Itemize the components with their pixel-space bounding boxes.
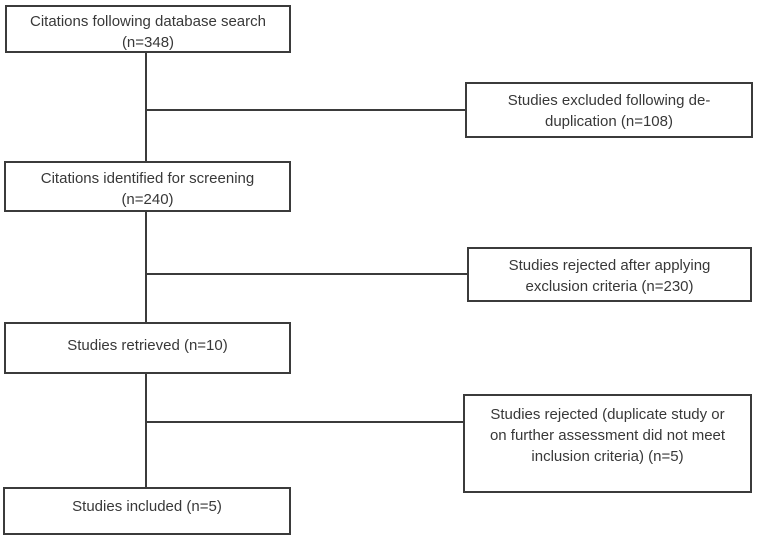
box-citations-identified-screening: Citations identified for screening (n=24… [4,161,291,212]
box-studies-included: Studies included (n=5) [3,487,291,535]
box-text-line: Studies retrieved (n=10) [67,337,228,354]
box-text-line: exclusion criteria (n=230) [525,278,694,295]
box-text-line: (n=240) [121,191,174,208]
box-text-line: Studies rejected (duplicate study or [490,406,725,423]
box-text-line: Citations identified for screening [40,170,255,187]
box-studies-rejected-exclusion: Studies rejected after applying exclusio… [467,247,752,302]
box-studies-rejected-further: Studies rejected (duplicate study or on … [463,394,752,493]
box-text-line: (n=348) [121,34,175,51]
box-text-line: Citations following database search [30,13,266,30]
box-text-line: Studies included (n=5) [72,498,222,515]
box-studies-excluded-deduplication: Studies excluded following de- duplicati… [465,82,753,138]
connector-vertical-retrieved-to-included [145,374,147,487]
connector-horizontal-to-rejected-further [145,421,463,423]
connector-horizontal-to-rejected-exclusion [145,273,467,275]
box-citations-database-search: Citations following database search (n=3… [5,5,291,53]
connector-horizontal-to-excluded-dedup [145,109,465,111]
connector-vertical-screening-to-retrieved [145,212,147,322]
box-text-line: duplication (n=108) [544,113,673,130]
connector-vertical-search-to-screening [145,53,147,161]
box-text-line: Studies excluded following de- [507,92,711,109]
box-text-line: inclusion criteria) (n=5) [531,448,684,465]
box-studies-retrieved: Studies retrieved (n=10) [4,322,291,374]
box-text-line: on further assessment did not meet [489,427,726,444]
box-text-line: Studies rejected after applying [508,257,711,274]
